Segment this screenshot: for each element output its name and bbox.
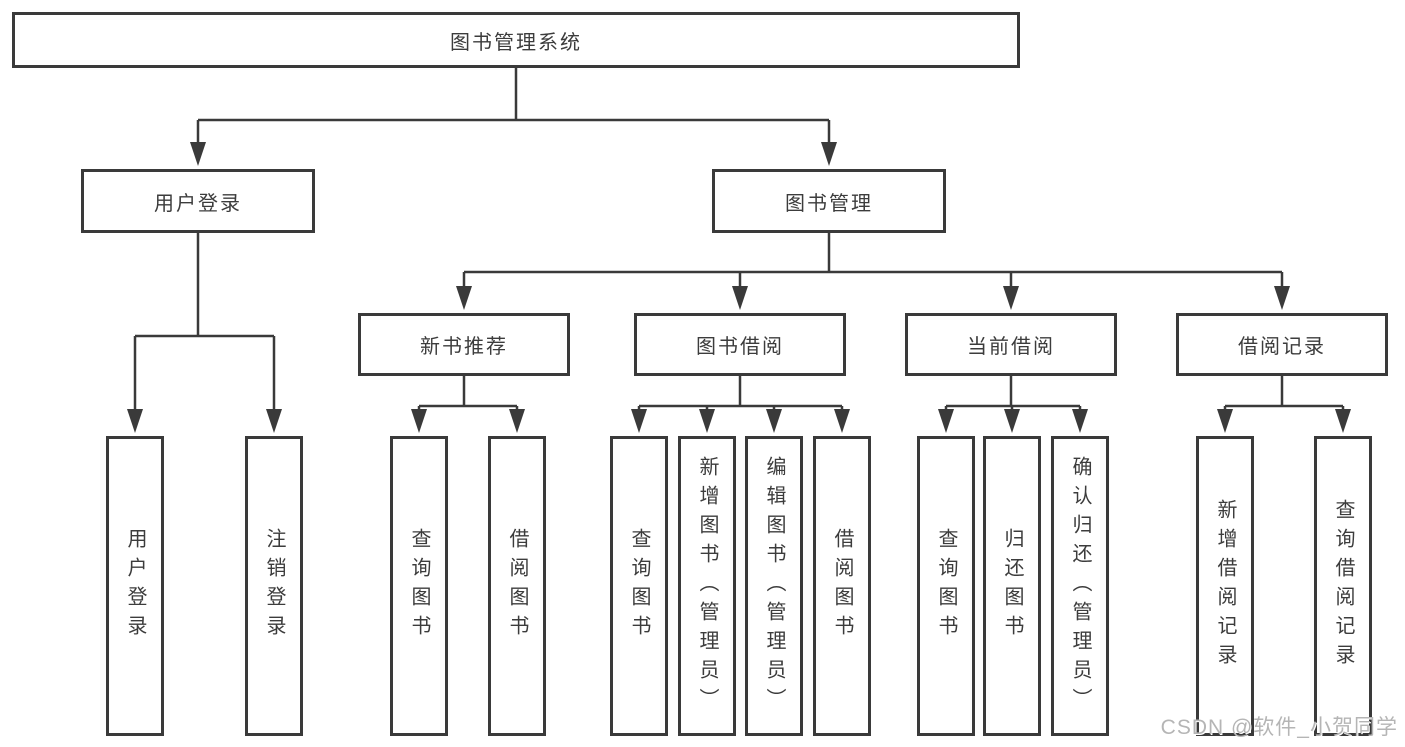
arrowhead-icon (834, 409, 850, 433)
node-borrowing-records: 借阅记录 (1176, 313, 1388, 376)
node-label: 借阅图书 (506, 528, 528, 644)
node-label: 用户登录 (124, 528, 146, 644)
arrowhead-icon (266, 409, 282, 433)
node-label: 图书管理系统 (450, 31, 582, 54)
node-label: 确认归还（管理员） (1069, 455, 1091, 717)
node-label: 查询图书 (935, 528, 957, 644)
arrowhead-icon (190, 142, 206, 166)
arrowhead-icon (732, 286, 748, 310)
node-label: 借阅记录 (1238, 336, 1326, 358)
connector-userlogin-to-children (133, 233, 276, 411)
connector-currentborrow-to-children (944, 376, 1082, 412)
node-leaf-add-book-admin: 新增图书（管理员） (678, 436, 736, 736)
connector-records-to-children (1223, 376, 1345, 412)
csdn-watermark: CSDN @软件_小贺同学 (1160, 716, 1398, 739)
node-label: 查询图书 (408, 528, 430, 644)
node-label: 查询图书 (628, 528, 650, 644)
node-label: 新增图书（管理员） (696, 455, 718, 717)
node-label: 编辑图书（管理员） (763, 455, 785, 717)
arrowhead-icon (411, 409, 427, 433)
arrowhead-icon (1274, 286, 1290, 310)
node-leaf-borrow-query-books: 查询图书 (610, 436, 668, 736)
connector-bookborrow-to-children (637, 376, 844, 412)
arrowhead-icon (766, 409, 782, 433)
node-user-login-module: 用户登录 (81, 169, 315, 233)
node-current-borrowing: 当前借阅 (905, 313, 1117, 376)
arrowhead-icon (456, 286, 472, 310)
connector-newbook-to-children (417, 376, 519, 412)
node-leaf-current-query-books: 查询图书 (917, 436, 975, 736)
node-book-borrowing: 图书借阅 (634, 313, 846, 376)
arrowhead-icon (127, 409, 143, 433)
arrowhead-icon (509, 409, 525, 433)
node-leaf-borrow-book: 借阅图书 (813, 436, 871, 736)
arrowhead-icon (631, 409, 647, 433)
node-label: 查询借阅记录 (1332, 499, 1354, 673)
node-label: 新增借阅记录 (1214, 499, 1236, 673)
arrowhead-icon (821, 142, 837, 166)
node-label: 当前借阅 (967, 336, 1055, 358)
node-label: 注销登录 (263, 528, 285, 644)
node-new-book-recommendation: 新书推荐 (358, 313, 570, 376)
node-leaf-query-borrow-record: 查询借阅记录 (1314, 436, 1372, 736)
node-leaf-newbook-query-books: 查询图书 (390, 436, 448, 736)
arrowhead-icon (1003, 286, 1019, 310)
arrowhead-icon (1335, 409, 1351, 433)
arrowhead-icon (1004, 409, 1020, 433)
node-label: 图书管理 (785, 192, 873, 215)
arrowhead-icon (1072, 409, 1088, 433)
arrowhead-icon (699, 409, 715, 433)
node-leaf-logout: 注销登录 (245, 436, 303, 736)
node-label: 借阅图书 (831, 528, 853, 644)
node-leaf-add-borrow-record: 新增借阅记录 (1196, 436, 1254, 736)
node-label: 用户登录 (154, 192, 242, 215)
node-leaf-user-login: 用户登录 (106, 436, 164, 736)
node-label: 归还图书 (1001, 528, 1023, 644)
node-library-management-system: 图书管理系统 (12, 12, 1020, 68)
node-book-management-module: 图书管理 (712, 169, 946, 233)
connector-bookmgmt-to-level3 (462, 233, 1284, 289)
arrowhead-icon (1217, 409, 1233, 433)
node-leaf-edit-book-admin: 编辑图书（管理员） (745, 436, 803, 736)
node-label: 新书推荐 (420, 336, 508, 358)
node-leaf-return-books: 归还图书 (983, 436, 1041, 736)
node-label: 图书借阅 (696, 336, 784, 358)
arrowhead-icon (938, 409, 954, 433)
node-leaf-newbook-borrow-books: 借阅图书 (488, 436, 546, 736)
connector-root-to-level2 (196, 68, 831, 145)
node-leaf-confirm-return-admin: 确认归还（管理员） (1051, 436, 1109, 736)
